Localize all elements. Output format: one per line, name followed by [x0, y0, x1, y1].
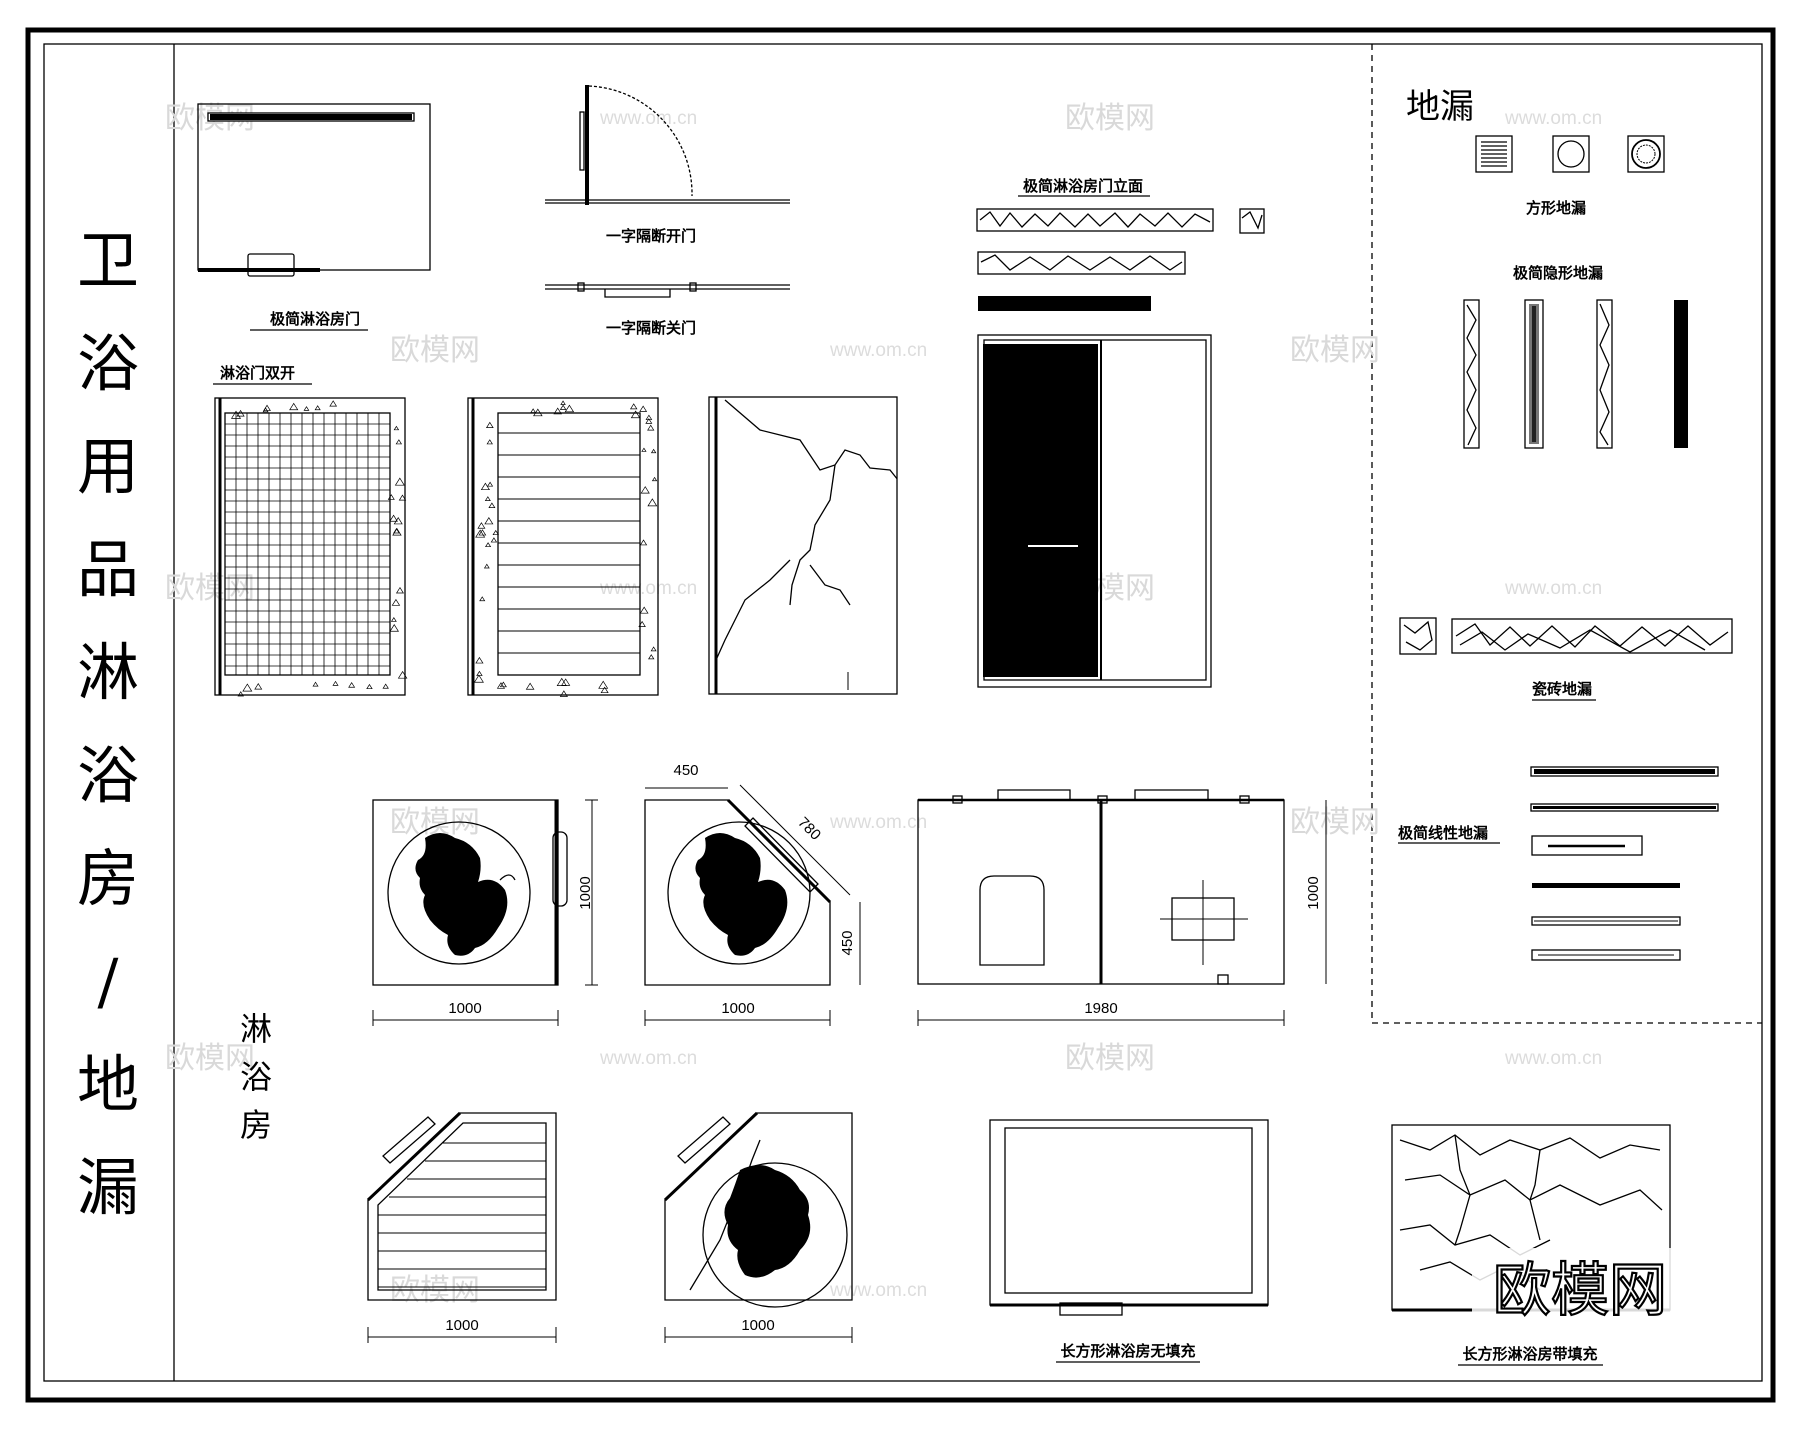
- concrete-speckle: [230, 400, 408, 697]
- rect-shower-no-fill: 长方形淋浴房无填充: [989, 1119, 1269, 1363]
- title-char: 品: [77, 533, 139, 606]
- rect-shower-with-fill-label: 长方形淋浴房带填充: [1462, 1345, 1597, 1363]
- partition-closed-door: 一字隔断关门: [545, 282, 790, 337]
- square-drain-grate: [1481, 141, 1507, 167]
- watermark-url: www.om.cn: [599, 108, 697, 129]
- shower-plan-square: [372, 799, 568, 986]
- shower-side-label: 淋 浴 房: [240, 1010, 272, 1144]
- plan1-height-dimension: 1000: [577, 876, 594, 909]
- watermark-brand: 欧模网: [1065, 101, 1155, 136]
- title-char: /: [98, 945, 119, 1018]
- floor-drain-section: 地漏 方形地漏 极简隐形地漏 瓷砖地漏 极简线性地漏: [1398, 87, 1733, 961]
- shower-door-marble-panel: [708, 396, 898, 695]
- watermark-layer: 欧模网 www.om.cn 欧模网 www.om.cn 欧模网 www.om.c…: [165, 101, 1602, 1308]
- square-drain-label: 方形地漏: [1526, 199, 1586, 217]
- concrete-speckle: [473, 400, 658, 697]
- partition-open-door: 一字隔断开门: [545, 85, 790, 245]
- rect-shower-no-fill-label: 长方形淋浴房无填充: [1060, 1342, 1195, 1360]
- title-char: 用: [77, 430, 139, 503]
- elevation-label: 极简淋浴房门立面: [1023, 177, 1143, 195]
- linear-drain-label: 极简线性地漏: [1398, 824, 1488, 842]
- watermark-brand: 欧模网: [165, 1041, 255, 1076]
- title-char: 漏: [77, 1151, 139, 1224]
- minimal-shower-elevation: 极简淋浴房门立面: [976, 177, 1265, 688]
- shower-plan-angled-planks: 1000: [366, 1111, 557, 1343]
- plank-pattern: [498, 432, 640, 654]
- watermark-url: www.om.cn: [829, 340, 927, 361]
- plan2-side-dimension: 450: [839, 930, 856, 955]
- elevation-height-dimension: 1000: [1305, 876, 1322, 909]
- logo-backdrop: [1472, 1248, 1692, 1326]
- watermark-url: www.om.cn: [599, 1048, 697, 1069]
- outer-border: [25, 27, 1776, 1403]
- plank-pattern: [378, 1142, 546, 1288]
- elevation-dimensions: 1980 1000: [917, 800, 1327, 1026]
- title-char: 浴: [77, 739, 139, 812]
- grid-tile-pattern: [225, 412, 390, 675]
- partition-closed-door-label: 一字隔断关门: [606, 319, 696, 337]
- watermark-brand: 欧模网: [1290, 805, 1380, 840]
- watermark-brand: 欧模网: [1290, 333, 1380, 368]
- watermark-url: www.om.cn: [829, 812, 927, 833]
- shower-door-plank-panel: [467, 397, 659, 697]
- plan2-top-dimension: 450: [673, 762, 698, 779]
- title-char: 淋: [77, 636, 139, 709]
- watermark-brand: 欧模网: [165, 571, 255, 606]
- shower-plan-angled: [644, 798, 832, 986]
- title-char: 卫: [77, 224, 139, 297]
- plan2-width-dimension: 1000: [721, 1000, 754, 1017]
- hidden-drain-label: 极简隐形地漏: [1513, 264, 1603, 282]
- watermark-brand: 欧模网: [390, 333, 480, 368]
- minimal-shower-door: 极简淋浴房门: [197, 103, 431, 331]
- watermark-url: www.om.cn: [829, 1280, 927, 1301]
- shower-door-double-label: 淋浴门双开: [220, 364, 295, 382]
- title-char: 浴: [77, 327, 139, 400]
- plan3-width-dimension: 1000: [445, 1317, 478, 1334]
- inner-border: [43, 43, 1763, 1382]
- tile-drain-label: 瓷砖地漏: [1532, 680, 1592, 698]
- floor-drain-heading: 地漏: [1406, 87, 1474, 127]
- elevation-width-dimension: 1980: [1084, 1000, 1117, 1017]
- watermark-url: www.om.cn: [1504, 578, 1602, 599]
- plan1-width-dimension: 1000: [448, 1000, 481, 1017]
- watermark-brand: 欧模网: [1065, 1041, 1155, 1076]
- vertical-title: 卫 浴 用 品 淋 浴 房 / 地 漏: [77, 224, 139, 1224]
- watermark-url: www.om.cn: [1504, 1048, 1602, 1069]
- partition-open-door-label: 一字隔断开门: [606, 227, 696, 245]
- title-char: 地: [77, 1048, 139, 1121]
- watermark-url: www.om.cn: [599, 578, 697, 599]
- shower-front-elevation: [917, 789, 1285, 985]
- plan1-dimensions: 1000 1000: [372, 799, 598, 1026]
- rect-shower-with-fill: 长方形淋浴房带填充: [1391, 1124, 1671, 1366]
- title-char: 房: [77, 842, 139, 915]
- side-label-char: 淋: [240, 1010, 272, 1048]
- plan2-diagonal-dimension: 780: [794, 814, 824, 844]
- watermark-url: www.om.cn: [1504, 108, 1602, 129]
- shower-plan-angled-marble: 1000: [663, 1111, 853, 1343]
- side-label-char: 浴: [240, 1058, 272, 1096]
- minimal-shower-door-label: 极简淋浴房门: [270, 310, 360, 328]
- shower-door-grid-panel: [214, 397, 408, 697]
- brand-logo: 欧模网: [1493, 1256, 1667, 1324]
- plan4-width-dimension: 1000: [741, 1317, 774, 1334]
- side-label-char: 房: [240, 1106, 272, 1144]
